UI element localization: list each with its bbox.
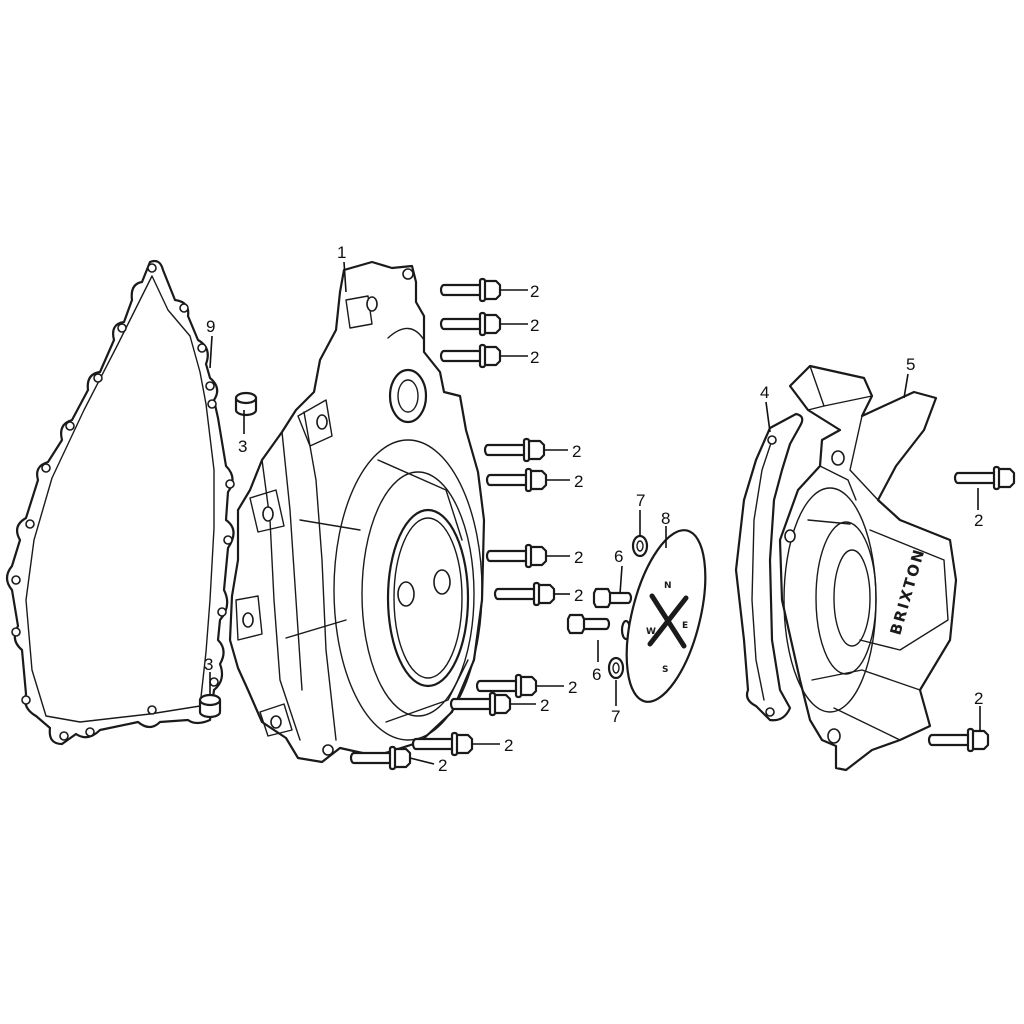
callout-3a: 3 <box>238 437 247 456</box>
compass-south: S <box>662 665 668 675</box>
outer-cover-part-5: BRIXTON <box>778 364 958 772</box>
callout-2j: 2 <box>504 736 513 755</box>
callout-2h: 2 <box>568 678 577 697</box>
gasket-part-9 <box>5 259 235 746</box>
callout-2d: 2 <box>572 442 581 461</box>
compass-north: N <box>664 581 672 591</box>
short-bolt-part-6-upper <box>592 587 633 609</box>
callout-numbers: 1 2 2 2 2 2 2 2 2 2 2 2 2 2 3 3 4 5 6 6 … <box>204 243 983 775</box>
bolt-g <box>493 581 556 607</box>
emblem-plate-part-8: N E S W <box>625 529 707 703</box>
callout-9: 9 <box>206 317 215 336</box>
callout-2g: 2 <box>574 586 583 605</box>
bolt-f <box>485 543 548 569</box>
callout-2e: 2 <box>574 472 583 491</box>
callout-2m: 2 <box>974 689 983 708</box>
bolt-l <box>953 465 1016 491</box>
dowel-pin-part-3-lower <box>198 693 222 719</box>
callout-2f: 2 <box>574 548 583 567</box>
leader-lines <box>209 261 981 765</box>
callout-2c: 2 <box>530 348 539 367</box>
callout-3b: 3 <box>204 655 213 674</box>
callout-2l: 2 <box>974 511 983 530</box>
bolt-h <box>475 673 538 699</box>
callout-8: 8 <box>661 509 670 528</box>
washer-part-7-lower <box>607 656 625 680</box>
callout-6b: 6 <box>592 665 601 684</box>
bolt-d <box>483 437 546 463</box>
bolt-k <box>349 745 412 771</box>
callout-2b: 2 <box>530 316 539 335</box>
bolts-part-2 <box>349 277 1016 771</box>
callout-4: 4 <box>760 383 769 402</box>
callout-2i: 2 <box>540 696 549 715</box>
bolt-a <box>439 277 502 303</box>
callout-2a: 2 <box>530 282 539 301</box>
generator-cover-part-1 <box>228 260 486 764</box>
bolt-c <box>439 343 502 369</box>
cover-gasket-part-4 <box>734 412 804 722</box>
short-bolt-part-6-lower <box>566 613 611 635</box>
callout-2k: 2 <box>438 756 447 775</box>
callout-6a: 6 <box>614 547 623 566</box>
bolt-i <box>449 691 512 717</box>
washer-part-7-upper <box>631 534 649 558</box>
callout-7a: 7 <box>636 491 645 510</box>
callout-5: 5 <box>906 355 915 374</box>
bolt-e <box>485 467 548 493</box>
bolt-j <box>411 731 474 757</box>
bolt-b <box>439 311 502 337</box>
dowel-pin-part-3-upper <box>234 391 258 417</box>
callout-7b: 7 <box>611 707 620 726</box>
callout-1: 1 <box>337 243 346 262</box>
compass-west: W <box>646 627 656 637</box>
compass-east: E <box>682 621 688 631</box>
bolt-m <box>927 727 990 753</box>
